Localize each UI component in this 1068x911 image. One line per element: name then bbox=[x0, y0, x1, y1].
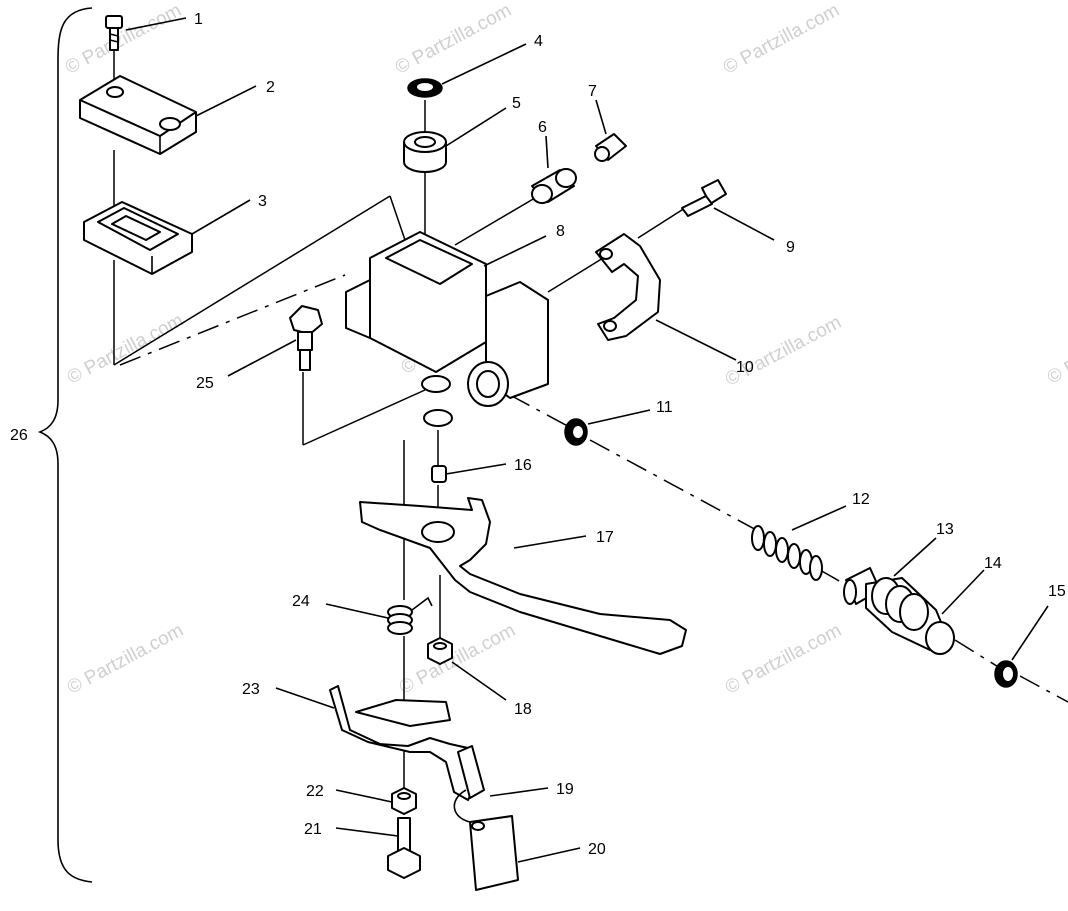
switch-screw-part bbox=[387, 817, 421, 879]
clamp-part bbox=[595, 233, 661, 341]
callout-18: 18 bbox=[514, 701, 532, 718]
callout-26: 26 bbox=[10, 427, 28, 444]
piston-part bbox=[843, 567, 955, 655]
axis-line bbox=[454, 194, 541, 246]
o-ring-part bbox=[564, 418, 588, 446]
callout-23: 23 bbox=[242, 681, 260, 698]
assembly-bracket bbox=[37, 7, 93, 883]
washer-part bbox=[407, 78, 443, 98]
callout-5: 5 bbox=[512, 95, 521, 112]
lever-part bbox=[359, 497, 687, 655]
dashdot-axis bbox=[954, 639, 1001, 669]
axis-line bbox=[637, 207, 686, 239]
leader-lines bbox=[125, 17, 1049, 863]
lock-nut-part bbox=[391, 787, 417, 815]
callout-20: 20 bbox=[588, 841, 606, 858]
axis-line bbox=[113, 195, 391, 366]
callout-17: 17 bbox=[596, 529, 614, 546]
dashdot-axis bbox=[589, 439, 761, 533]
bolt-part bbox=[681, 179, 727, 217]
axis-line bbox=[547, 254, 609, 293]
callout-19: 19 bbox=[556, 781, 574, 798]
torsion-spring-part bbox=[387, 596, 433, 635]
callout-16: 16 bbox=[514, 457, 532, 474]
callout-4: 4 bbox=[534, 33, 543, 50]
nut-part bbox=[427, 637, 453, 665]
callout-2: 2 bbox=[266, 79, 275, 96]
pivot-bushing-part bbox=[431, 465, 447, 483]
callout-6: 6 bbox=[538, 119, 547, 136]
callout-21: 21 bbox=[304, 821, 322, 838]
diaphragm-part bbox=[83, 201, 193, 275]
callout-1: 1 bbox=[194, 11, 203, 28]
callout-24: 24 bbox=[292, 593, 310, 610]
cap-part bbox=[594, 133, 627, 162]
callout-12: 12 bbox=[852, 491, 870, 508]
dashdot-axis bbox=[509, 394, 576, 431]
spring-part bbox=[751, 525, 823, 581]
master-cylinder-part bbox=[345, 231, 549, 427]
callout-3: 3 bbox=[258, 193, 267, 210]
seal-ring-part bbox=[994, 660, 1018, 688]
screw-part bbox=[105, 15, 123, 51]
brake-switch-part bbox=[453, 745, 519, 891]
dashdot-axis bbox=[1019, 675, 1068, 703]
callout-15: 15 bbox=[1048, 583, 1066, 600]
callout-25: 25 bbox=[196, 375, 214, 392]
reservoir-cover-part bbox=[79, 75, 197, 155]
callout-22: 22 bbox=[306, 783, 324, 800]
adjuster-part bbox=[531, 168, 577, 204]
dashdot-axis bbox=[119, 274, 346, 366]
axis-line bbox=[389, 195, 406, 241]
callout-11: 11 bbox=[656, 399, 673, 416]
callout-13: 13 bbox=[936, 521, 954, 538]
bushing-part bbox=[403, 131, 447, 173]
callout-14: 14 bbox=[984, 555, 1002, 572]
axis-line bbox=[302, 389, 426, 446]
callout-9: 9 bbox=[786, 239, 795, 256]
callout-8: 8 bbox=[556, 223, 565, 240]
callout-7: 7 bbox=[588, 83, 597, 100]
pivot-bolt-part bbox=[289, 305, 323, 371]
callout-10: 10 bbox=[736, 359, 754, 376]
